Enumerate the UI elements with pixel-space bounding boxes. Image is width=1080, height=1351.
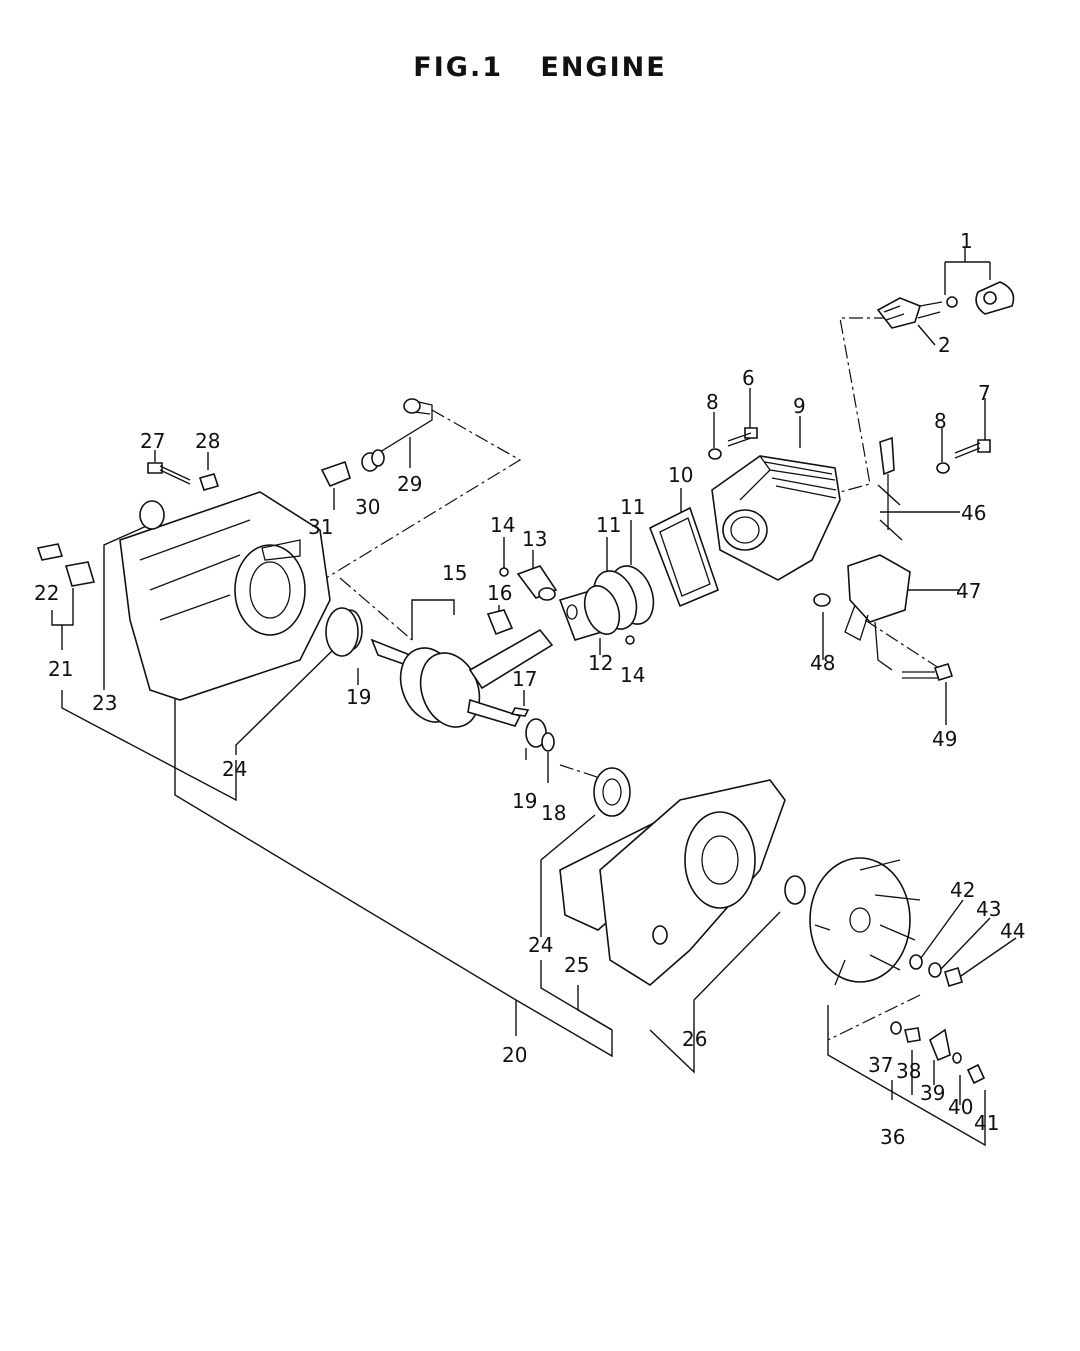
part-label-2: 2: [938, 333, 951, 357]
part-label-30: 30: [355, 495, 380, 519]
part-label-18: 18: [541, 801, 566, 825]
flywheel-washer: [909, 954, 963, 988]
oil-seal: [325, 607, 631, 817]
washer: [708, 448, 950, 607]
flywheel: [809, 857, 921, 986]
decompression-valve: [879, 436, 903, 541]
part-label-36: 36: [880, 1125, 905, 1149]
coil-bolt: [902, 663, 954, 681]
part-label-19: 19: [512, 789, 537, 813]
crankshaft-assembly: [370, 628, 554, 728]
spark-plug: [876, 297, 943, 329]
part-label-6: 6: [742, 366, 755, 390]
crankcase-right: [599, 779, 786, 986]
part-label-13: 13: [522, 527, 547, 551]
part-label-23: 23: [92, 691, 117, 715]
part-label-47: 47: [956, 579, 981, 603]
part-label-15: 15: [442, 561, 467, 585]
part-label-17: 17: [512, 667, 537, 691]
cylinder-gasket: [648, 506, 719, 608]
part-label-41: 41: [974, 1111, 999, 1135]
part-label-14: 14: [490, 513, 515, 537]
bolt: [147, 462, 191, 485]
part-label-8: 8: [934, 409, 947, 433]
adjuster-screw: [36, 543, 96, 587]
part-label-16: 16: [487, 581, 512, 605]
part-label-40: 40: [948, 1095, 973, 1119]
crankcase-left: [119, 491, 331, 701]
part-label-20: 20: [502, 1043, 527, 1067]
part-label-12: 12: [588, 651, 613, 675]
part-label-42: 42: [950, 878, 975, 902]
part-label-49: 49: [932, 727, 957, 751]
key: [510, 707, 530, 717]
part-label-22: 22: [34, 581, 59, 605]
part-label-9: 9: [793, 394, 806, 418]
part-label-39: 39: [920, 1081, 945, 1105]
part-label-8: 8: [706, 390, 719, 414]
oil-pump-parts: [320, 449, 385, 488]
part-label-21: 21: [48, 657, 73, 681]
figure-title: FIG.1 ENGINE: [413, 52, 667, 83]
part-label-19: 19: [346, 685, 371, 709]
cylinder-bolt: [954, 439, 991, 459]
circlip: [499, 567, 635, 645]
cylinder-bolt: [727, 427, 758, 447]
piston-pin: [516, 565, 558, 601]
part-label-7: 7: [978, 381, 991, 405]
part-label-26: 26: [682, 1027, 707, 1051]
part-label-27: 27: [140, 429, 165, 453]
part-label-28: 28: [195, 429, 220, 453]
ignition-coil: [844, 554, 911, 671]
part-label-14: 14: [620, 663, 645, 687]
nut: [198, 473, 220, 491]
part-label-11: 11: [620, 495, 645, 519]
part-label-24: 24: [528, 933, 553, 957]
part-label-48: 48: [810, 651, 835, 675]
part-label-10: 10: [668, 463, 693, 487]
part-label-43: 43: [976, 897, 1001, 921]
part-label-29: 29: [397, 472, 422, 496]
cylinder: [711, 455, 841, 581]
part-label-46: 46: [961, 501, 986, 525]
needle-bearing: [486, 609, 514, 636]
part-label-24: 24: [222, 757, 247, 781]
oil-line: [379, 398, 433, 453]
washer: [541, 732, 555, 752]
part-label-37: 37: [868, 1053, 893, 1077]
part-label-1: 1: [960, 229, 973, 253]
part-number-labels: 1 2 6 7 8 8 9 10 11 11 12 13 14 14 15 16…: [34, 229, 1025, 1149]
part-label-38: 38: [896, 1059, 921, 1083]
spark-plug-cap: [946, 281, 1015, 315]
pawl-assembly: [890, 1021, 986, 1085]
part-label-11: 11: [596, 513, 621, 537]
leader-lines: [51, 248, 1017, 1147]
part-label-31: 31: [308, 515, 333, 539]
part-label-25: 25: [564, 953, 589, 977]
oil-seal: [784, 875, 806, 905]
part-label-44: 44: [1000, 919, 1025, 943]
piston: [558, 585, 621, 641]
